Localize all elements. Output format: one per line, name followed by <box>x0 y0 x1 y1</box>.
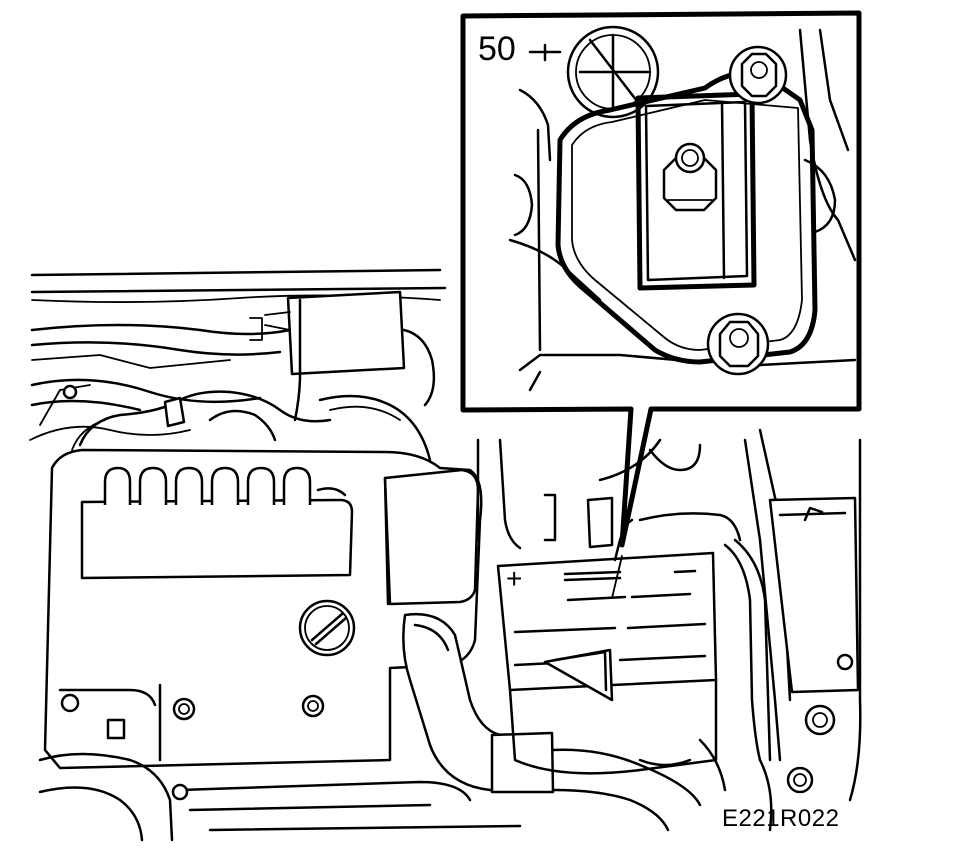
relay-box <box>249 290 436 422</box>
detail-inset: 50 <box>460 10 862 548</box>
lower-hoses <box>38 752 522 842</box>
firewall-lines <box>29 268 447 441</box>
battery: + <box>496 518 718 775</box>
intake-manifold <box>43 448 483 770</box>
engine-mount-bracket <box>555 45 818 376</box>
svg-text:+: + <box>506 563 522 594</box>
wiring-harness <box>62 384 432 462</box>
figure-id: E221R022 <box>722 805 839 832</box>
battery-tray-surroundings <box>476 428 862 832</box>
inset-label: 50 <box>478 30 516 68</box>
